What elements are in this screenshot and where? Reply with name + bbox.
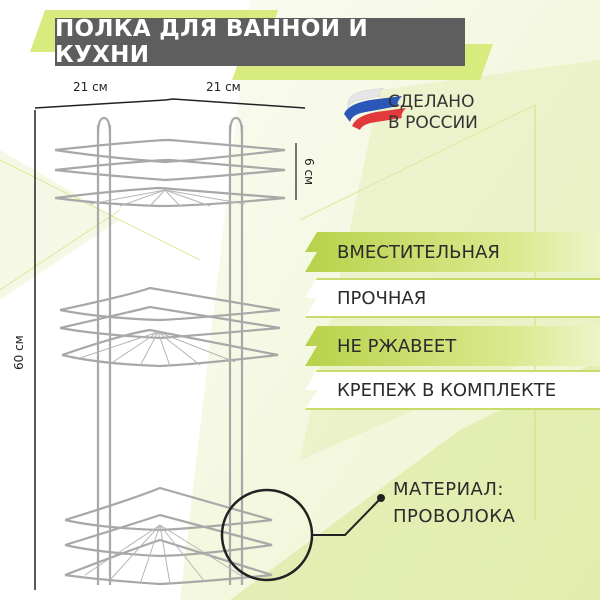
material-label: МАТЕРИАЛ: ПРОВОЛОКА <box>393 476 515 530</box>
russian-flag-ribbon-icon <box>344 88 406 130</box>
feature-capacious: ВМЕСТИТЕЛЬНАЯ <box>305 232 600 272</box>
made-in-russia-label: СДЕЛАНО В РОССИИ <box>388 92 478 134</box>
feature-label: КРЕПЕЖ В КОМПЛЕКТЕ <box>337 379 557 401</box>
feature-label: ВМЕСТИТЕЛЬНАЯ <box>337 241 500 263</box>
total-height-label: 60 см <box>12 335 26 370</box>
feature-durable: ПРОЧНАЯ <box>305 278 600 318</box>
shelf-height-label: 6 см <box>302 158 316 186</box>
width-right-label: 21 см <box>206 80 241 94</box>
feature-mounts-included: КРЕПЕЖ В КОМПЛЕКТЕ <box>305 370 600 410</box>
material-line1: МАТЕРИАЛ: <box>393 479 504 500</box>
made-in-line1: СДЕЛАНО <box>388 92 475 112</box>
page-title: ПОЛКА ДЛЯ ВАННОЙ И КУХНИ <box>55 16 465 68</box>
feature-label: ПРОЧНАЯ <box>337 287 427 309</box>
width-left-label: 21 см <box>73 80 108 94</box>
material-line2: ПРОВОЛОКА <box>393 506 516 527</box>
made-in-line2: В РОССИИ <box>388 113 478 133</box>
feature-rust-free: НЕ РЖАВЕЕТ <box>305 326 600 366</box>
feature-label: НЕ РЖАВЕЕТ <box>337 335 457 357</box>
